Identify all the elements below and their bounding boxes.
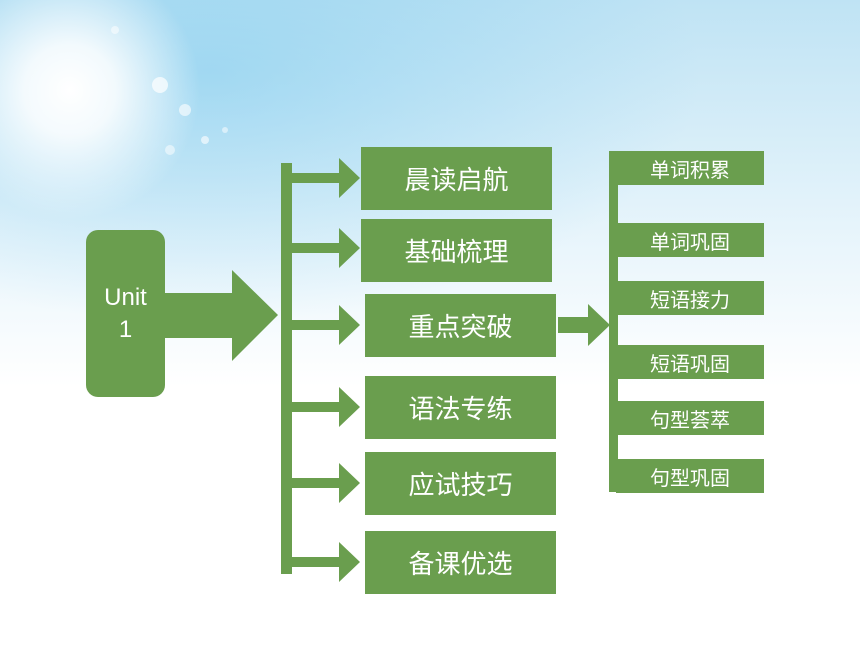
- subsection-label: 单词巩固: [650, 229, 730, 254]
- section-label: 晨读启航: [404, 166, 509, 196]
- section-label: 重点突破: [408, 313, 513, 343]
- unit-number: 1: [118, 315, 133, 343]
- section-box-3[interactable]: 重点突破: [365, 294, 556, 357]
- branch-arrow-5: [292, 463, 360, 503]
- section-label: 语法专练: [408, 395, 513, 425]
- subsection-box-6[interactable]: 句型巩固: [616, 459, 764, 493]
- branch-arrow-6: [292, 542, 360, 582]
- subsection-label: 句型荟萃: [650, 407, 730, 432]
- subsection-box-1[interactable]: 单词积累: [616, 151, 764, 185]
- section-label: 应试技巧: [408, 471, 513, 501]
- subsection-box-5[interactable]: 句型荟萃: [616, 401, 764, 435]
- unit-label: Unit: [104, 283, 147, 311]
- trunk-line: [281, 163, 292, 574]
- branch-arrow-2: [292, 228, 360, 268]
- section-box-1[interactable]: 晨读启航: [361, 147, 552, 210]
- subsection-label: 短语接力: [650, 287, 730, 312]
- detail-arrow: [558, 304, 610, 346]
- subsection-label: 单词积累: [650, 157, 730, 182]
- branch-arrow-1: [292, 158, 360, 198]
- subsection-box-4[interactable]: 短语巩固: [616, 345, 764, 379]
- section-box-4[interactable]: 语法专练: [365, 376, 556, 439]
- branch-arrow-4: [292, 387, 360, 427]
- section-box-5[interactable]: 应试技巧: [365, 452, 556, 515]
- unit-root-box[interactable]: Unit 1: [86, 230, 165, 397]
- subsection-label: 句型巩固: [650, 465, 730, 490]
- subsection-box-2[interactable]: 单词巩固: [616, 223, 764, 257]
- detail-bracket: [609, 151, 618, 492]
- section-box-2[interactable]: 基础梳理: [361, 219, 552, 282]
- section-box-6[interactable]: 备课优选: [365, 531, 556, 594]
- branch-arrow-3: [292, 305, 360, 345]
- section-label: 备课优选: [408, 550, 513, 580]
- section-label: 基础梳理: [404, 238, 509, 268]
- main-arrow: [165, 270, 278, 361]
- subsection-label: 短语巩固: [650, 351, 730, 376]
- subsection-box-3[interactable]: 短语接力: [616, 281, 764, 315]
